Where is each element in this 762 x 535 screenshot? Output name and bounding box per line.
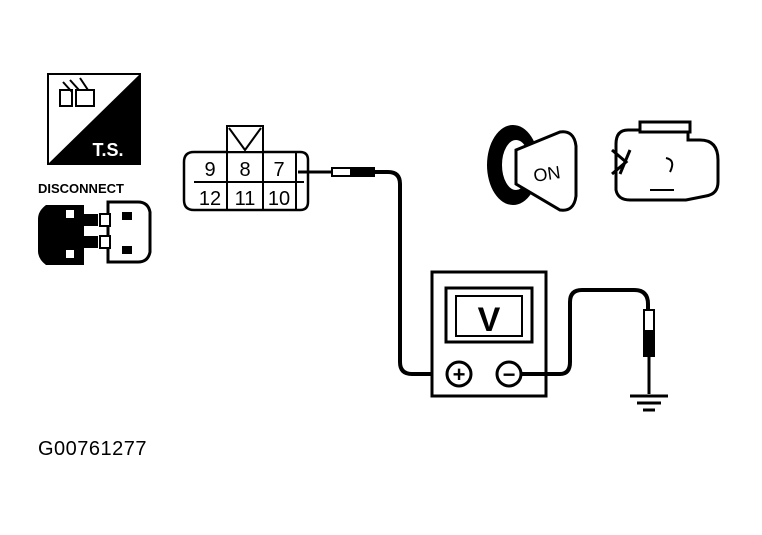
- ignition-key-on-icon: ON: [487, 125, 578, 212]
- ts-label: T.S.: [92, 140, 123, 160]
- voltmeter: V + −: [430, 270, 548, 398]
- pin-9-label: 9: [204, 159, 215, 181]
- positive-terminal: [445, 360, 473, 388]
- pin-12-label: 12: [199, 188, 221, 210]
- pin-8-label: 8: [239, 159, 250, 181]
- engine-icon: [611, 120, 720, 202]
- pin-10-label: 10: [268, 188, 290, 210]
- ground-icon: [630, 394, 668, 412]
- positive-terminal-label: +: [453, 362, 466, 387]
- pin-7-label: 7: [273, 159, 284, 181]
- negative-test-lead: [521, 288, 655, 394]
- figure-code: G00761277: [38, 438, 148, 460]
- negative-terminal-label: −: [503, 362, 516, 387]
- disconnected-connector-icon: [38, 200, 152, 265]
- voltmeter-display-label: V: [478, 301, 501, 339]
- ignition-on-label: ON: [532, 162, 562, 186]
- positive-test-lead: [298, 167, 444, 376]
- harness-connector: 9 8 7 12 11 10: [182, 125, 310, 212]
- pin-11-label: 11: [235, 188, 256, 210]
- troubleshooting-icon: T.S.: [47, 73, 141, 165]
- disconnect-label: DISCONNECT: [38, 181, 124, 196]
